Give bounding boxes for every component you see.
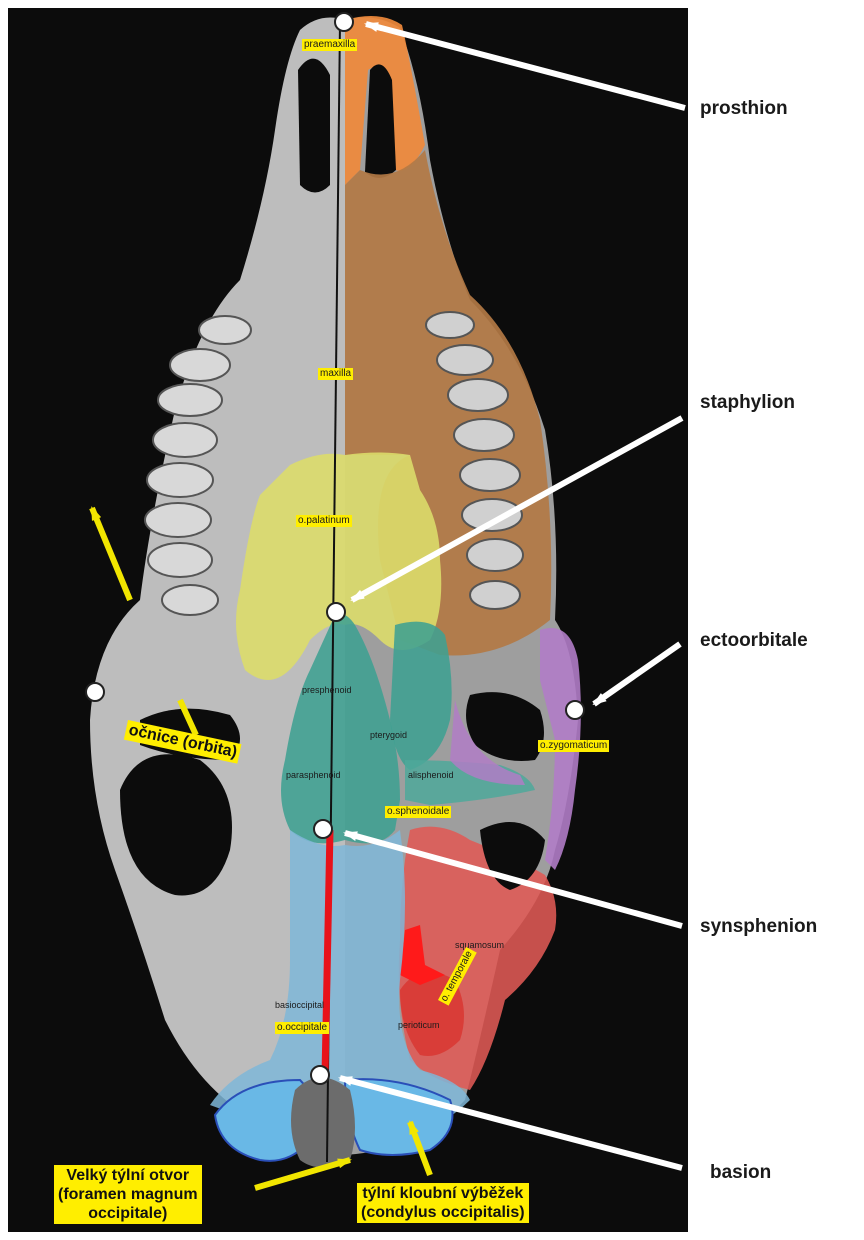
label-os-palatinum: o.palatinum — [296, 515, 352, 527]
label-pterygoid: pterygoid — [370, 730, 407, 741]
callout-foramen-line1: Velký týlní otvor — [58, 1166, 198, 1185]
ectoorbitale-arrow — [594, 644, 680, 704]
foramen-magnum — [291, 1078, 355, 1168]
label-squamosum: squamosum — [455, 940, 504, 951]
synsphenion-point — [314, 820, 332, 838]
callout-condylus-line2: (condylus occipitalis) — [361, 1203, 525, 1222]
landmark-ectoorbitale: ectoorbitale — [700, 630, 808, 652]
midline-red — [325, 830, 330, 1075]
label-parasphenoid: parasphenoid — [286, 770, 341, 781]
ectoorbitale-point-left — [86, 683, 104, 701]
callout-foramen-magnum: Velký týlní otvor (foramen magnum occipi… — [54, 1165, 202, 1224]
nasal-opening-left — [298, 59, 330, 193]
label-perioticum: perioticum — [398, 1020, 440, 1031]
label-os-zygomaticum: o.zygomaticum — [538, 740, 609, 752]
ectoorbitale-point-right — [566, 701, 584, 719]
callout-foramen-line2: (foramen magnum — [58, 1185, 198, 1204]
label-maxilla: maxilla — [318, 368, 353, 380]
nasal-opening-right — [365, 64, 396, 178]
landmark-staphylion: staphylion — [700, 392, 795, 414]
label-basioccipital: basioccipital — [275, 1000, 324, 1011]
label-alisphenoid: alisphenoid — [408, 770, 454, 781]
prosthion-point — [335, 13, 353, 31]
orbita-arrow-up — [92, 508, 130, 600]
callout-foramen-line3: occipitale) — [58, 1204, 198, 1223]
label-os-occipitale: o.occipitale — [275, 1022, 329, 1034]
label-praemaxilla: praemaxilla — [302, 39, 357, 51]
label-os-sphenoidale: o.sphenoidale — [385, 806, 451, 818]
callout-condylus-line1: týlní kloubní výběžek — [361, 1184, 525, 1203]
callout-condylus: týlní kloubní výběžek (condylus occipita… — [357, 1183, 529, 1223]
foramen-arrow — [255, 1160, 350, 1188]
label-presphenoid: presphenoid — [302, 685, 352, 696]
basion-point — [311, 1066, 329, 1084]
landmark-synsphenion: synsphenion — [700, 916, 817, 938]
landmark-prosthion: prosthion — [700, 98, 788, 120]
landmark-basion: basion — [710, 1162, 771, 1184]
staphylion-point — [327, 603, 345, 621]
